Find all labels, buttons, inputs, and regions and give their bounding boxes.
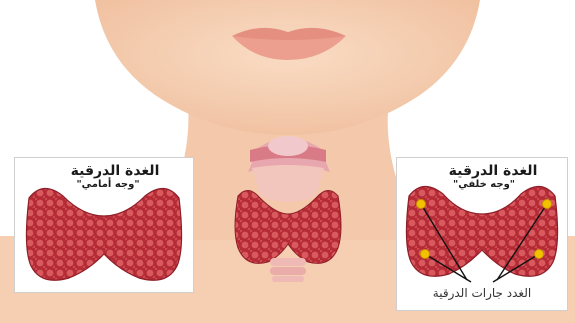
front-panel-subtitle: "وجه أمامي" xyxy=(53,180,163,190)
front-panel-title: الغدة الدرقية xyxy=(45,164,185,178)
parathyroid-gland xyxy=(543,200,552,209)
face xyxy=(95,0,480,135)
front-view-panel: الغدة الدرقية "وجه أمامي" xyxy=(14,157,194,293)
trachea xyxy=(270,258,306,282)
back-panel-subtitle: "وجه خلفي" xyxy=(429,180,539,190)
back-view-panel: الغدة الدرقية "وجه خلفي" الغدد جارات الد… xyxy=(396,157,568,311)
parathyroid-label: الغدد جارات الدرقية xyxy=(417,286,547,300)
parathyroid-gland xyxy=(535,250,544,259)
parathyroid-gland xyxy=(417,200,426,209)
parathyroid-gland xyxy=(421,250,430,259)
back-panel-title: الغدة الدرقية xyxy=(423,164,563,178)
